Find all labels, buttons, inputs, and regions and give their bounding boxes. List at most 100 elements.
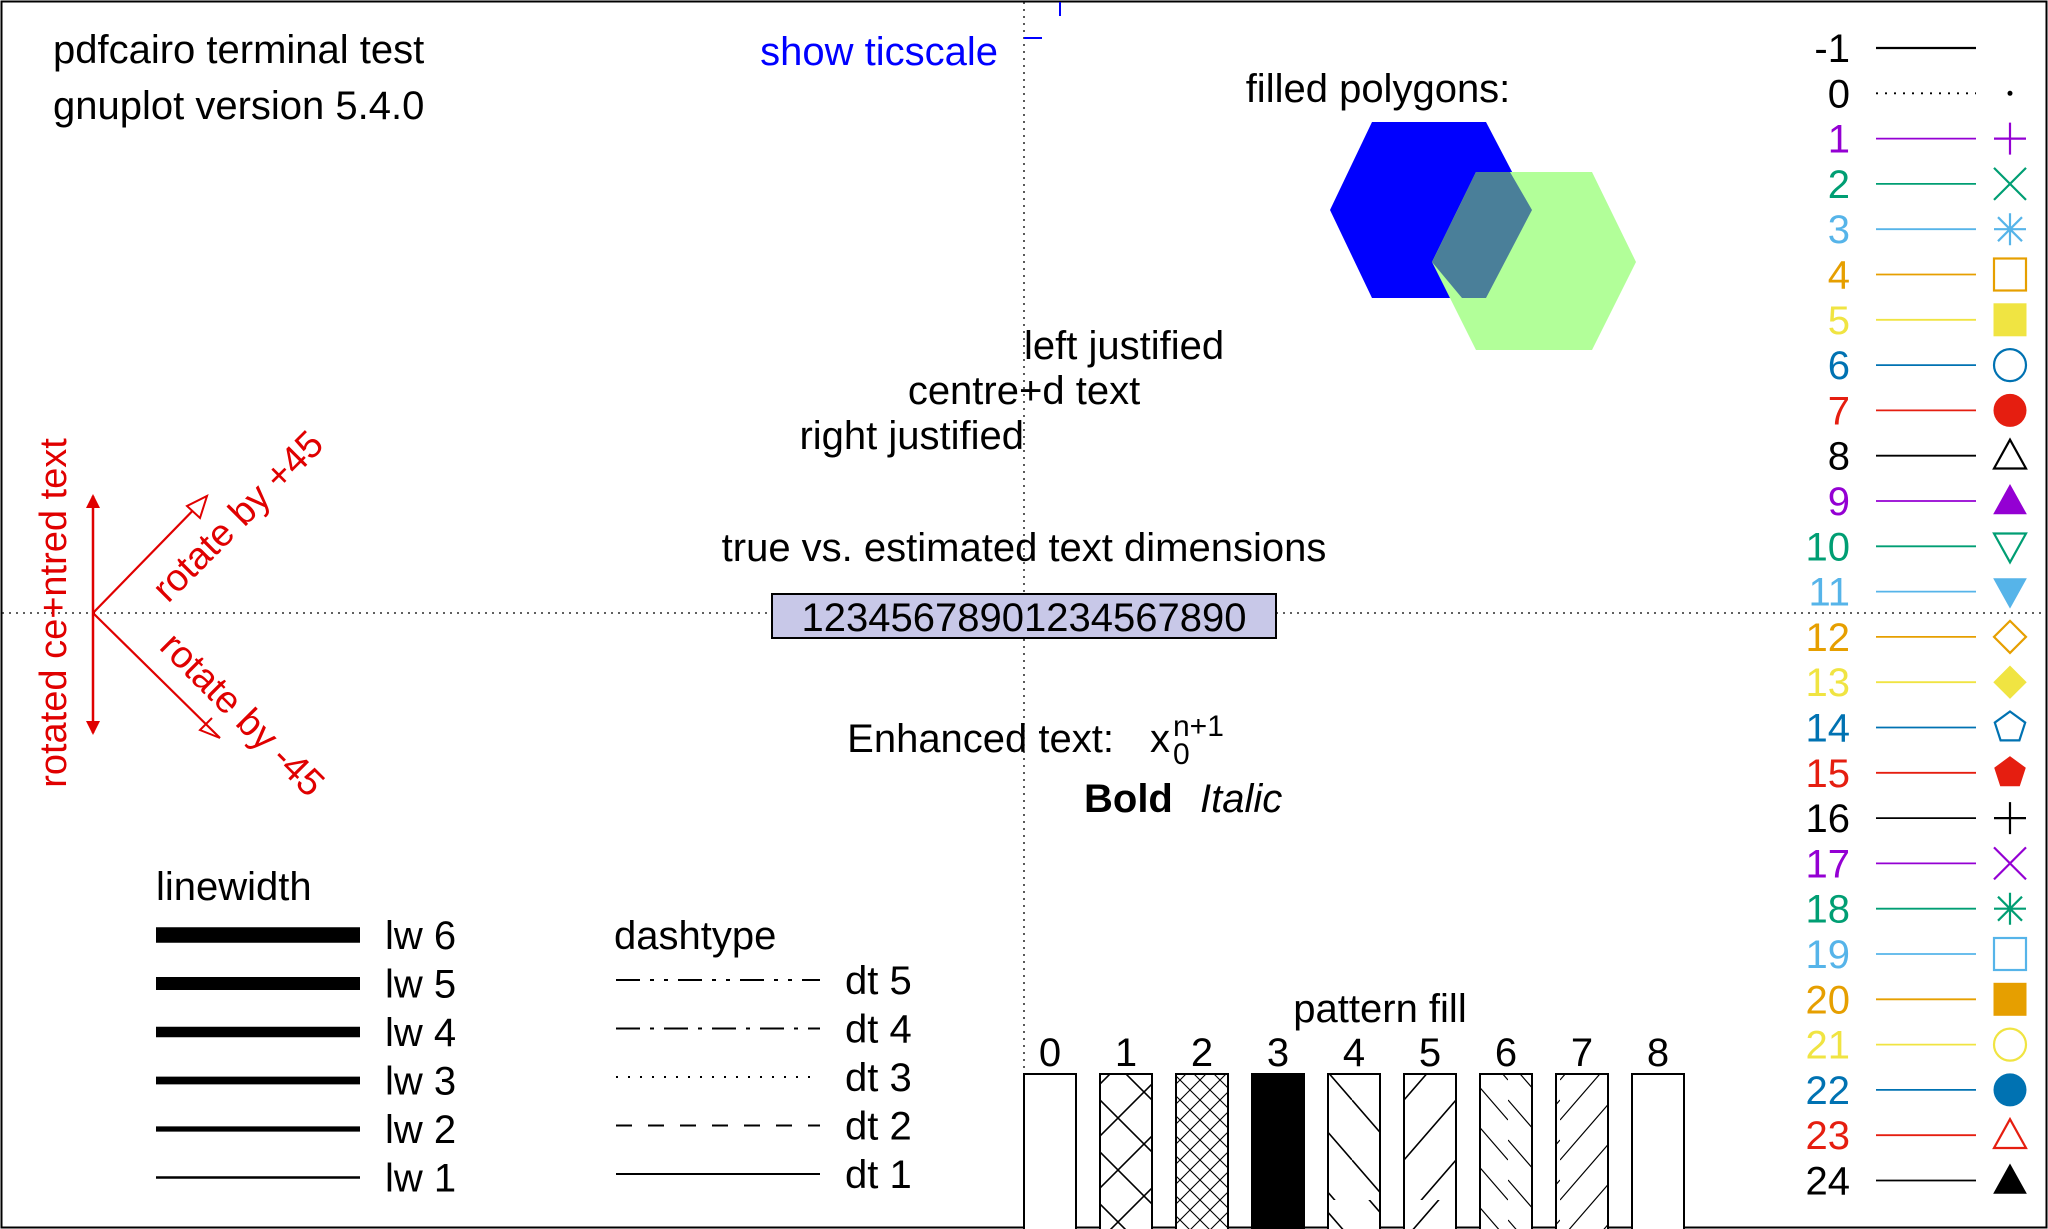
- rotation-demo: rotated ce+ntred text rotate by +45 rota…: [33, 423, 332, 805]
- enhanced-subscript: 0: [1173, 738, 1190, 771]
- text-left-justified: left justified: [1024, 324, 1224, 368]
- linetype-label: 7: [1828, 389, 1850, 433]
- filled-hexagon-overlap: [1432, 172, 1532, 298]
- point-symbol-pentagon-filled: [1994, 756, 2026, 787]
- linewidth-label: lw 2: [385, 1108, 456, 1152]
- dashtype-label: dt 2: [845, 1105, 912, 1149]
- point-symbol-circle-filled: [1993, 1073, 2027, 1107]
- dashtype-label: dt 4: [845, 1008, 912, 1052]
- linetype-label: 16: [1806, 797, 1851, 841]
- linetype-label: 12: [1806, 616, 1851, 660]
- pattern-label: 2: [1191, 1031, 1213, 1075]
- linetype-key: -101234567891011121314151617181920212223…: [1806, 27, 2028, 1204]
- pattern-label: 3: [1267, 1031, 1289, 1075]
- arrow-minus45: [92, 612, 221, 739]
- point-symbol-triangle: [1992, 437, 2028, 470]
- terminal-title: pdfcairo terminal test: [53, 28, 424, 72]
- text-centred: centre+d text: [908, 369, 1140, 413]
- linetype-label: 15: [1806, 752, 1851, 796]
- point-symbol-star: [1994, 213, 2026, 246]
- point-symbol-triangle-filled: [1993, 1163, 2027, 1194]
- bold-text: Bold: [1084, 777, 1173, 821]
- dimensions-box: [771, 593, 1277, 639]
- ticscale-label: show ticscale: [760, 30, 998, 74]
- polygons-title: filled polygons:: [1246, 67, 1511, 111]
- italic-text: Italic: [1200, 777, 1282, 821]
- linewidth-label: lw 3: [385, 1060, 456, 1104]
- dashtype-label: dt 1: [845, 1153, 912, 1197]
- pattern-fill-samples: 0 1 2 3 4 5 6 7 8: [1023, 1031, 1685, 1229]
- point-symbol-box-filled: [1993, 982, 2027, 1016]
- point-symbol-diamond-filled: [1993, 665, 2027, 699]
- pattern-box: [1327, 1073, 1381, 1229]
- point-symbol-cross: [1993, 846, 2027, 881]
- pattern-box: [1555, 1073, 1609, 1229]
- dimensions-sample: 12345678901234567890: [802, 596, 1247, 640]
- linetype-label: 4: [1828, 254, 1850, 298]
- linetype-label: 6: [1828, 344, 1850, 388]
- linewidth-label: lw 4: [385, 1011, 456, 1055]
- pattern-label: 5: [1419, 1031, 1441, 1075]
- pattern-label: 0: [1039, 1031, 1061, 1075]
- rotated-vertical-text: rotated ce+ntred text: [33, 438, 75, 788]
- linetype-label: 24: [1806, 1160, 1851, 1204]
- pattern-label: 8: [1647, 1031, 1669, 1075]
- linetype-label: 18: [1806, 888, 1851, 932]
- point-symbol-plus: [1994, 802, 2026, 835]
- linewidth-samples: lw 6lw 5lw 4lw 3lw 2lw 1: [156, 914, 456, 1201]
- arrow-plus45: [92, 495, 208, 614]
- pattern-box: [1251, 1073, 1305, 1229]
- version-title: gnuplot version 5.4.0: [53, 84, 424, 128]
- dashtype-samples: dt 5dt 4dt 3dt 2dt 1: [616, 959, 912, 1197]
- enhanced-base: x: [1150, 717, 1170, 761]
- pattern-box: [1023, 1073, 1077, 1229]
- pattern-label: 1: [1115, 1031, 1137, 1075]
- point-symbol-cross: [1993, 167, 2027, 201]
- linetype-label: 2: [1828, 163, 1850, 207]
- point-symbol-triangle-down-filled: [1993, 578, 2027, 609]
- pattern-label: 6: [1495, 1031, 1517, 1075]
- pattern-label: 7: [1571, 1031, 1593, 1075]
- linewidth-label: lw 5: [385, 963, 456, 1007]
- point-symbol-plus: [1994, 122, 2026, 155]
- enhanced-superscript: n+1: [1173, 710, 1224, 743]
- linetype-label: 22: [1806, 1069, 1851, 1113]
- linetype-label: 20: [1806, 978, 1851, 1022]
- point-symbol-star: [1994, 892, 2026, 925]
- linewidth-label: lw 1: [385, 1157, 456, 1201]
- dimensions-title: true vs. estimated text dimensions: [722, 526, 1327, 570]
- linetype-label: 8: [1828, 435, 1850, 479]
- enhanced-label: Enhanced text:: [847, 717, 1114, 761]
- pattern-box: [1631, 1073, 1685, 1229]
- linetype-label: 21: [1806, 1024, 1851, 1068]
- linewidth-title: linewidth: [156, 865, 312, 909]
- pattern-label: 4: [1343, 1031, 1365, 1075]
- point-symbol-diamond: [1992, 619, 2028, 655]
- point-symbol-triangle: [1992, 1116, 2028, 1150]
- linetype-label: 17: [1806, 842, 1851, 886]
- linetype-label: 23: [1806, 1114, 1851, 1158]
- linetype-label: 19: [1806, 933, 1851, 977]
- pattern-box: [1099, 1073, 1153, 1229]
- point-symbol-triangle-down: [1992, 532, 2028, 565]
- rotated-plus45-text: rotate by +45: [145, 423, 332, 610]
- rotated-minus45-text: rotate by -45: [152, 625, 333, 806]
- text-right-justified: right justified: [799, 414, 1024, 458]
- point-symbol-circle-filled: [1993, 393, 2027, 427]
- linetype-label: 3: [1828, 208, 1850, 252]
- linetype-label: 1: [1828, 118, 1850, 162]
- dashtype-title: dashtype: [614, 914, 776, 958]
- linetype-label: 9: [1828, 480, 1850, 524]
- linetype-label: -1: [1814, 27, 1850, 71]
- point-symbol-dot: [2007, 90, 2013, 96]
- linetype-label: 13: [1806, 661, 1851, 705]
- linetype-label: 10: [1806, 525, 1851, 569]
- point-symbol-box-filled: [1993, 303, 2027, 337]
- dashtype-label: dt 5: [845, 959, 912, 1003]
- point-symbol-circle: [1992, 348, 2028, 383]
- linetype-label: 11: [1808, 571, 1850, 615]
- point-symbol-triangle-filled: [1993, 483, 2027, 515]
- arrow-plus45-head: [185, 494, 209, 520]
- point-symbol-box: [1992, 936, 2028, 972]
